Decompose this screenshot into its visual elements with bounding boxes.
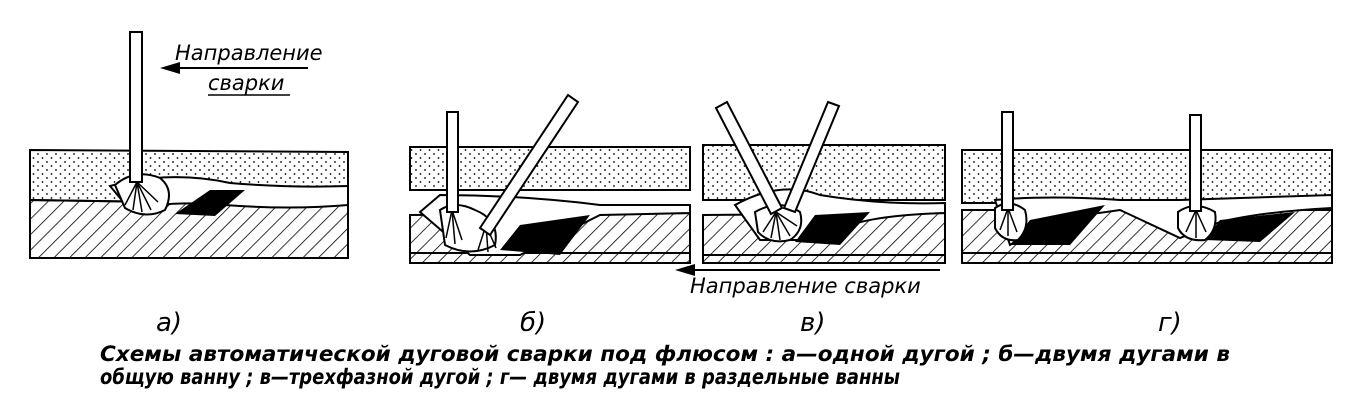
panel-a-solidified-seam [175,190,245,216]
caption-line-2: общую ванну ; в—трехфазной дугой ; г— дв… [100,365,900,389]
panel-g-flux-layer [961,149,1333,204]
panel-g-drawing [961,111,1333,264]
panel-g-solidified-seam-1 [1010,205,1105,245]
panel-v-arc-lines [762,211,798,241]
panel-v-drawing: Направление сварки [675,100,946,298]
panel-b-electrode-vertical [446,111,459,213]
panel-g-electrode-2 [1189,114,1202,212]
panel-v-direction-label: Направление сварки [690,274,921,298]
panel-v-electrode-right [782,100,841,214]
panel-a-direction-label-line1: Направление [175,41,323,65]
panel-v-arrow-head [675,264,695,276]
caption-line-1: Схемы автоматической дуговой сварки под … [100,342,1230,366]
panel-a-arc-lines [124,181,159,213]
panel-b-solidified-seam [500,215,590,255]
panel-label-a: а) [156,308,182,338]
panel-v-electrode-left [714,100,784,216]
panel-label-b: б) [520,308,546,338]
panel-a-arrow-head [160,62,180,74]
panel-label-g: г) [1158,308,1182,338]
panel-v-solidified-seam [795,212,870,245]
panel-b-electrode-inclined [478,93,580,237]
panel-g-electrode-1 [1001,111,1014,211]
panel-label-v: в) [800,308,825,338]
panel-b-drawing [409,93,691,264]
panel-a-drawing: Направление сварки [29,31,349,259]
panel-g-arc-lines [999,207,1207,238]
panel-a-electrode [129,31,143,183]
panel-b-flux-layer [409,146,691,191]
panel-a-direction-label-line2: сварки [208,71,284,95]
panel-g-solidified-seam-2 [1205,212,1295,242]
